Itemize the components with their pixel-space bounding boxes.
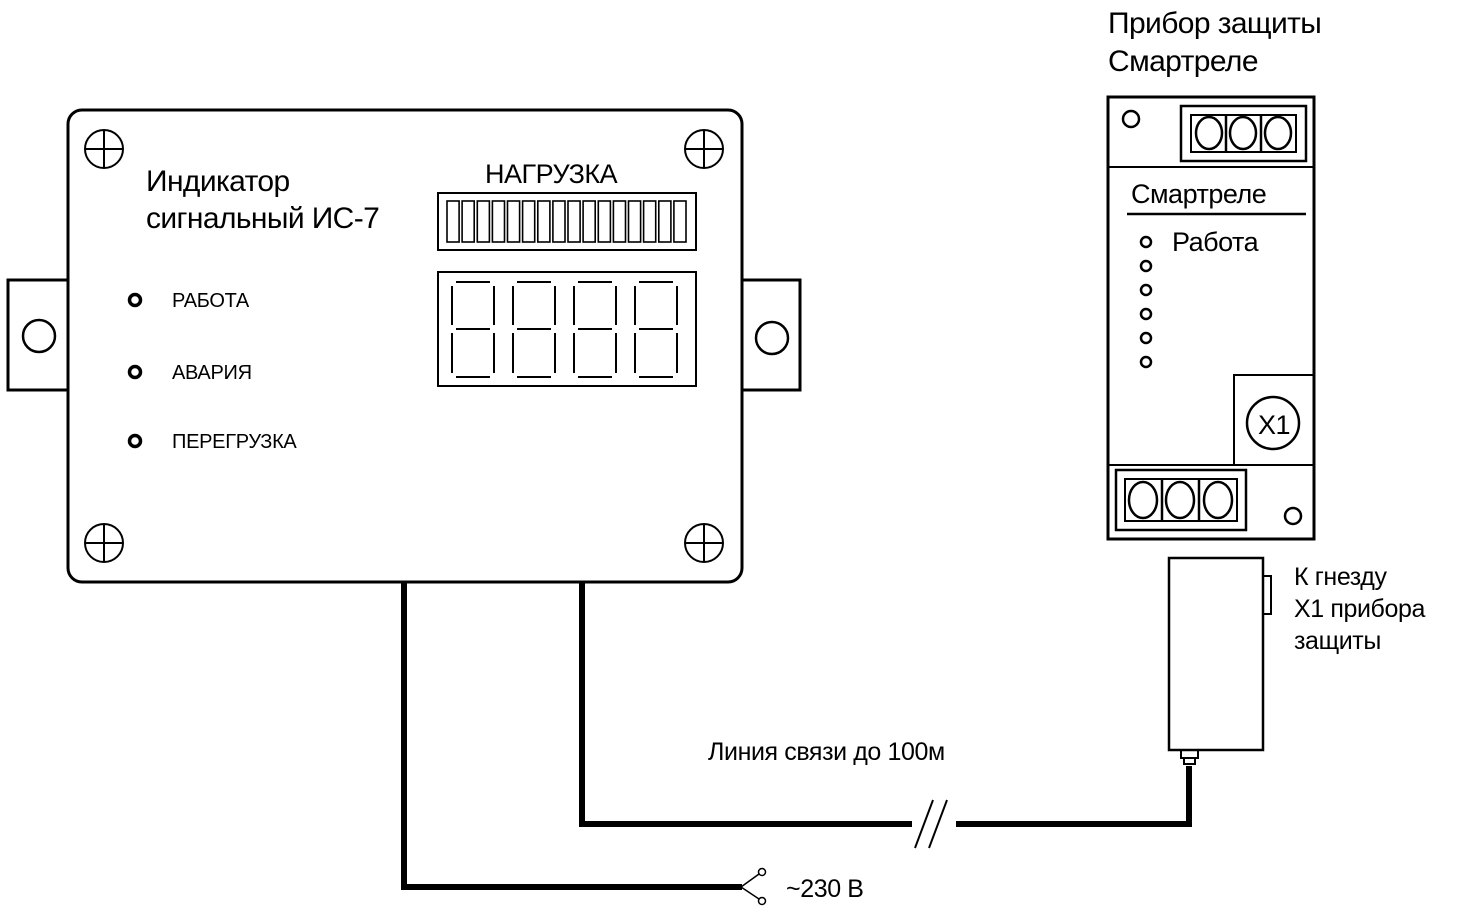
- comm-line-left: [579, 582, 912, 827]
- bargraph-segment: [642, 200, 657, 243]
- status-leds: РАБОТА АВАРИЯ ПЕРЕГРУЗКА: [127, 290, 298, 453]
- led-icon: [1139, 259, 1153, 273]
- indicator-hole-icon: [1283, 506, 1303, 526]
- digital-display: [437, 271, 697, 387]
- display-digits: [451, 281, 678, 378]
- led-label-overload: ПЕРЕГРУЗКА: [172, 431, 297, 453]
- device-caption-line1: Прибор защиты: [1108, 7, 1321, 40]
- panel-name: Смартреле: [1131, 179, 1266, 209]
- panel-work-label: Работа: [1172, 227, 1260, 257]
- bargraph-segments: [446, 200, 687, 243]
- bargraph-segment: [552, 200, 566, 243]
- bargraph-segment: [657, 200, 672, 243]
- socket-label: X1: [1258, 410, 1290, 440]
- bargraph-segment: [597, 200, 612, 243]
- connector-plug: К гнезду X1 прибора защиты: [1167, 556, 1426, 765]
- seven-segment-digit: [634, 281, 678, 378]
- screw-icon: [84, 523, 124, 563]
- led-work-icon: [127, 292, 143, 308]
- panel-leds: [1139, 235, 1153, 369]
- led-icon: [1139, 283, 1153, 297]
- screw-icon: [84, 129, 124, 169]
- power-plug-icon: [740, 867, 767, 906]
- corner-screws: [84, 129, 724, 563]
- power-cable: [401, 582, 742, 890]
- left-mounting-hole: [21, 318, 57, 354]
- seven-segment-digit: [573, 281, 617, 378]
- indicator-title-line2: сигнальный ИС-7: [146, 202, 379, 235]
- bargraph-segment: [476, 200, 491, 243]
- indicator-hole-icon: [1121, 109, 1141, 129]
- terminal-screw-icon: [1127, 479, 1234, 521]
- led-icon: [1139, 331, 1153, 345]
- device-housing: [1106, 95, 1316, 541]
- connector-tab: [1262, 575, 1272, 615]
- connector-note-line2: X1 прибора: [1294, 595, 1425, 623]
- led-icon: [1139, 355, 1153, 369]
- bargraph-segment: [536, 200, 551, 243]
- bargraph-segment: [612, 200, 627, 243]
- terminal-screw-icon: [1194, 115, 1293, 152]
- comm-line-right: [956, 766, 1192, 827]
- socket-frame: [1233, 374, 1315, 466]
- right-mounting-ear: [736, 278, 802, 392]
- load-bargraph: [437, 192, 697, 251]
- bargraph-segment: [461, 200, 476, 243]
- seven-segment-digit: [512, 281, 556, 378]
- bargraph-segment: [627, 200, 642, 243]
- bargraph-segment: [567, 200, 581, 243]
- bargraph-segment: [446, 200, 460, 243]
- seven-segment-digit: [451, 281, 495, 378]
- led-icon: [1139, 235, 1153, 249]
- led-icon: [1139, 307, 1153, 321]
- bargraph-segment: [521, 200, 536, 243]
- bottom-terminal-block: [1114, 468, 1248, 532]
- protection-device: Прибор защиты Смартреле Смартреле Работа: [1106, 7, 1322, 541]
- led-alarm-icon: [127, 364, 143, 380]
- socket-x1-icon: [1245, 395, 1301, 451]
- device-caption-line2: Смартреле: [1108, 45, 1258, 78]
- bargraph-segment: [491, 200, 506, 243]
- bargraph-segment: [673, 200, 687, 243]
- load-label: НАГРУЗКА: [485, 159, 618, 189]
- led-label-work: РАБОТА: [172, 290, 250, 312]
- screw-icon: [684, 523, 724, 563]
- connector-note-line3: защиты: [1294, 627, 1381, 655]
- line-break-icon: [914, 799, 948, 849]
- connector-body: [1167, 556, 1265, 752]
- indicator-unit: Индикатор сигнальный ИС-7 НАГРУЗКА РАБОТ…: [6, 108, 802, 584]
- led-overload-icon: [127, 433, 143, 449]
- comm-line-label: Линия связи до 100м: [708, 738, 945, 766]
- led-label-alarm: АВАРИЯ: [172, 362, 252, 384]
- connector-note-line1: К гнезду: [1294, 563, 1387, 591]
- power-label: ~230 В: [786, 875, 864, 903]
- left-mounting-ear: [6, 278, 72, 392]
- screw-icon: [684, 129, 724, 169]
- indicator-title-line1: Индикатор: [146, 165, 290, 198]
- wiring: ~230 В Линия связи до 100м: [401, 582, 1192, 906]
- bargraph-segment: [506, 200, 521, 243]
- right-mounting-hole: [754, 320, 790, 356]
- top-terminal-block: [1179, 104, 1308, 163]
- bargraph-segment: [582, 200, 596, 243]
- connector-gland-tip: [1183, 757, 1196, 765]
